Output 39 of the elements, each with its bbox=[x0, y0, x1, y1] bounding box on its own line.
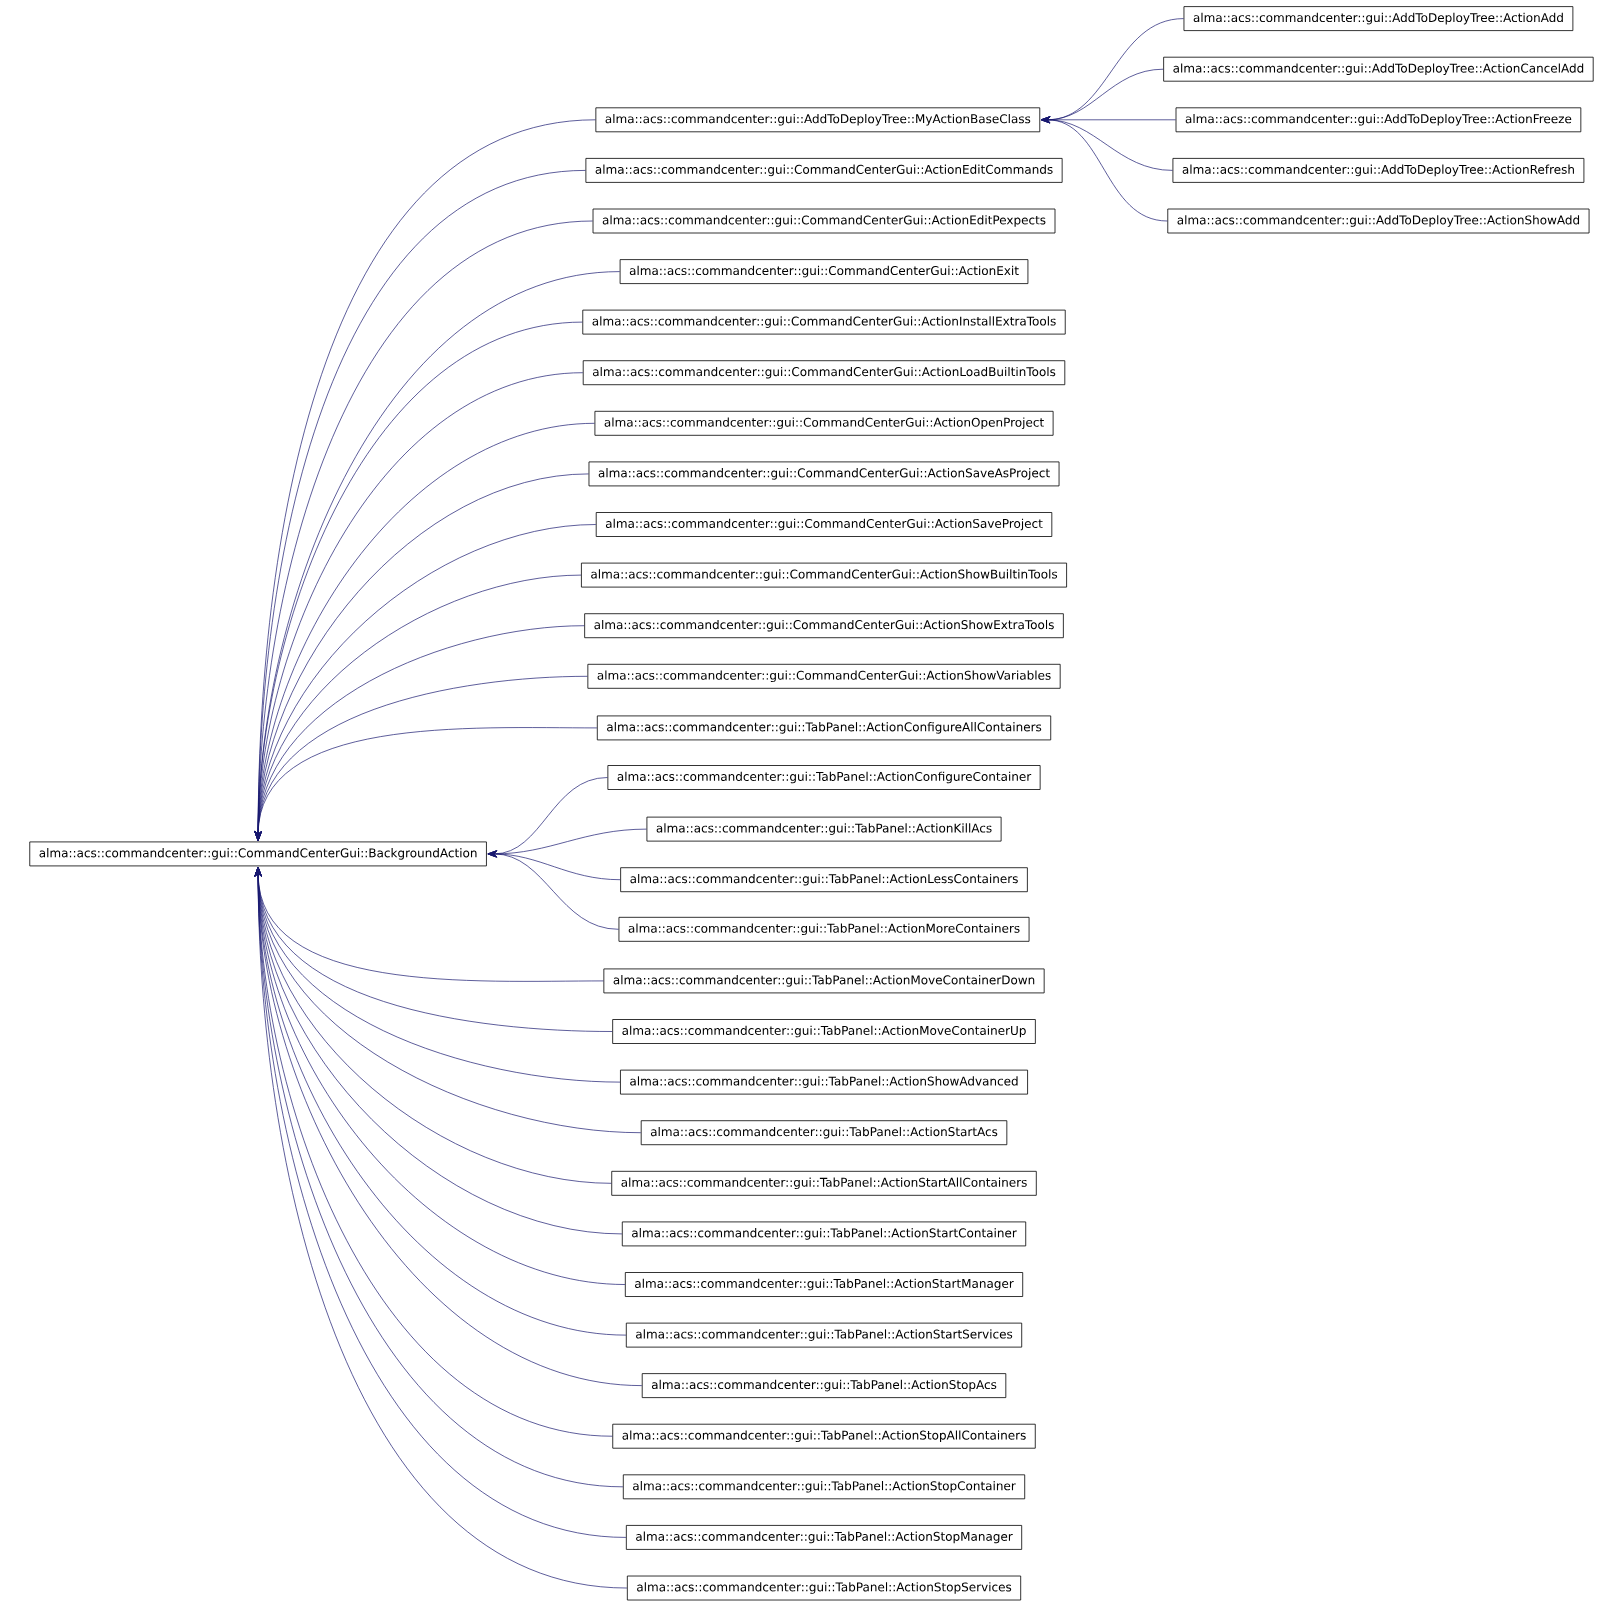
class-box: alma::acs::commandcenter::gui::TabPanel::ActionStartServices bbox=[625, 1322, 1023, 1348]
class-box: alma::acs::commandcenter::gui::CommandCenterGui::ActionInstallExtraTools bbox=[582, 309, 1066, 335]
class-box: alma::acs::commandcenter::gui::CommandCenterGui::ActionOpenProject bbox=[594, 410, 1054, 436]
class-box: alma::acs::commandcenter::gui::TabPanel::ActionStopAcs bbox=[641, 1373, 1007, 1398]
class-box: alma::acs::commandcenter::gui::TabPanel::ActionConfigureContainer bbox=[607, 765, 1041, 790]
class-box: alma::acs::commandcenter::gui::CommandCenterGui::ActionSaveAsProject bbox=[588, 461, 1060, 487]
class-box: alma::acs::commandcenter::gui::CommandCenterGui::ActionShowVariables bbox=[587, 663, 1061, 689]
class-box: alma::acs::commandcenter::gui::CommandCenterGui::ActionEditPexpects bbox=[592, 208, 1056, 234]
class-box: alma::acs::commandcenter::gui::TabPanel::ActionStopAllContainers bbox=[612, 1423, 1036, 1449]
class-box: alma::acs::commandcenter::gui::AddToDeployTree::MyActionBaseClass bbox=[595, 107, 1041, 133]
class-box: alma::acs::commandcenter::gui::TabPanel::ActionKillAcs bbox=[646, 816, 1002, 842]
class-box: alma::acs::commandcenter::gui::TabPanel::ActionConfigureAllContainers bbox=[596, 715, 1052, 741]
class-box: alma::acs::commandcenter::gui::TabPanel::ActionStopContainer bbox=[622, 1474, 1026, 1500]
class-box: alma::acs::commandcenter::gui::TabPanel::ActionMoreContainers bbox=[618, 916, 1030, 942]
class-box: alma::acs::commandcenter::gui::TabPanel::ActionLessContainers bbox=[620, 867, 1028, 893]
inheritance-arrow bbox=[254, 727, 598, 841]
class-box: alma::acs::commandcenter::gui::TabPanel::ActionStartAcs bbox=[640, 1120, 1008, 1146]
class-box: alma::acs::commandcenter::gui::TabPanel::ActionStartContainer bbox=[621, 1221, 1027, 1247]
class-box: alma::acs::commandcenter::gui::CommandCenterGui::ActionExit bbox=[619, 259, 1029, 284]
class-box: alma::acs::commandcenter::gui::TabPanel::ActionShowAdvanced bbox=[620, 1069, 1028, 1095]
class-box: alma::acs::commandcenter::gui::TabPanel::ActionStopServices bbox=[626, 1575, 1022, 1601]
class-box: alma::acs::commandcenter::gui::AddToDeployTree::ActionFreeze bbox=[1175, 107, 1582, 133]
class-box: alma::acs::commandcenter::gui::TabPanel::ActionStartAllContainers bbox=[611, 1170, 1037, 1196]
class-box: alma::acs::commandcenter::gui::CommandCenterGui::ActionSaveProject bbox=[595, 512, 1053, 537]
class-box: alma::acs::commandcenter::gui::AddToDeployTree::ActionShowAdd bbox=[1167, 208, 1590, 234]
class-box: alma::acs::commandcenter::gui::CommandCenterGui::ActionLoadBuiltinTools bbox=[582, 360, 1066, 386]
class-box: alma::acs::commandcenter::gui::CommandCenterGui::BackgroundAction bbox=[29, 841, 487, 867]
class-box: alma::acs::commandcenter::gui::AddToDeployTree::ActionCancelAdd bbox=[1163, 56, 1594, 82]
class-box: alma::acs::commandcenter::gui::TabPanel::ActionMoveContainerDown bbox=[603, 968, 1045, 994]
class-box: alma::acs::commandcenter::gui::CommandCenterGui::ActionShowExtraTools bbox=[584, 613, 1064, 639]
class-box: alma::acs::commandcenter::gui::AddToDeployTree::ActionRefresh bbox=[1172, 158, 1585, 183]
inheritance-arrow bbox=[487, 850, 619, 930]
class-box: alma::acs::commandcenter::gui::CommandCenterGui::ActionShowBuiltinTools bbox=[581, 562, 1067, 588]
class-box: alma::acs::commandcenter::gui::AddToDeployTree::ActionAdd bbox=[1183, 6, 1574, 31]
class-box: alma::acs::commandcenter::gui::TabPanel::ActionStartManager bbox=[624, 1272, 1024, 1297]
class-box: alma::acs::commandcenter::gui::TabPanel::ActionMoveContainerUp bbox=[612, 1019, 1036, 1044]
class-box: alma::acs::commandcenter::gui::TabPanel::ActionStopManager bbox=[625, 1525, 1023, 1550]
inheritance-arrow bbox=[1040, 116, 1168, 222]
class-box: alma::acs::commandcenter::gui::CommandCenterGui::ActionEditCommands bbox=[585, 158, 1063, 183]
